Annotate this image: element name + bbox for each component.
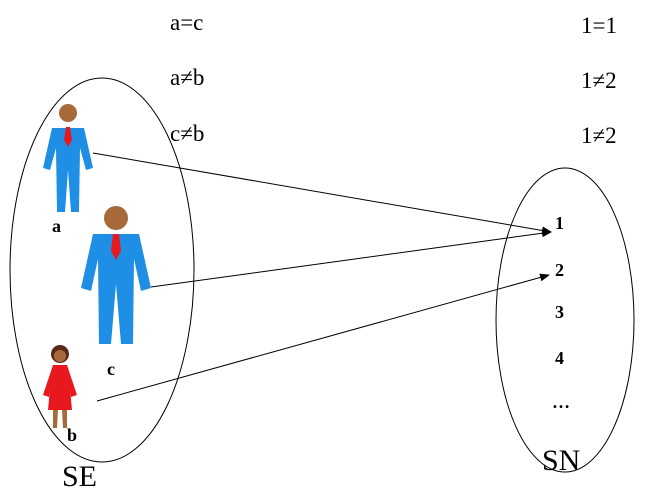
set-se-ellipse xyxy=(9,77,195,463)
person-b-woman-icon xyxy=(43,345,77,428)
arrow-a-to-1 xyxy=(92,152,552,235)
person-c-label: c xyxy=(107,359,115,379)
number-ellipsis: … xyxy=(552,392,570,412)
relation-left-3: c≠b xyxy=(170,121,204,146)
arrow-b-to-2 xyxy=(96,273,550,402)
person-a-man-icon xyxy=(43,104,93,212)
relation-left-1: a=c xyxy=(170,10,203,35)
arrow-c-to-1 xyxy=(150,229,552,288)
relation-right-2: 1≠2 xyxy=(581,68,617,93)
relation-right-3: 1≠2 xyxy=(581,123,617,148)
set-sn-label: SN xyxy=(542,444,580,477)
set-se-label: SE xyxy=(62,460,97,491)
set-sn-ellipse xyxy=(495,167,635,473)
number-2: 2 xyxy=(555,260,564,280)
number-1: 1 xyxy=(555,213,564,233)
person-a-label: a xyxy=(52,216,61,236)
relation-right-1: 1=1 xyxy=(581,13,617,38)
number-4: 4 xyxy=(555,348,564,368)
number-3: 3 xyxy=(555,302,564,322)
person-b-label: b xyxy=(67,425,77,445)
person-c-man-icon xyxy=(81,206,151,344)
relation-left-2: a≠b xyxy=(170,65,204,90)
